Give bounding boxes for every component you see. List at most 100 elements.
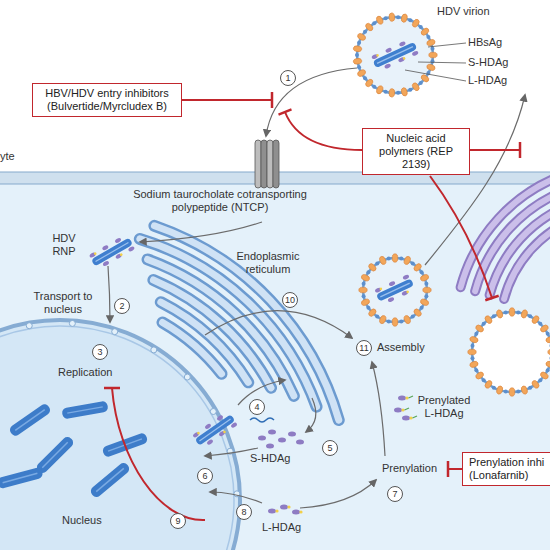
part-label: S-HDAg xyxy=(250,452,290,465)
part-label: HBsAg xyxy=(468,36,502,49)
chromosome-body xyxy=(8,402,52,437)
envelope-protein xyxy=(372,21,376,25)
hbsag-protein xyxy=(468,349,476,355)
envelope-protein xyxy=(396,91,400,95)
hbsag-protein xyxy=(469,360,479,368)
envelope-protein xyxy=(426,35,430,39)
chromosome-line xyxy=(67,407,102,413)
envelope-protein xyxy=(384,90,388,94)
envelope-protein xyxy=(504,390,508,394)
hdv-virion xyxy=(359,254,431,326)
nuclear-pore xyxy=(210,409,216,415)
prenyl-group xyxy=(376,54,379,57)
process-arrow xyxy=(300,480,376,508)
hbsag-protein xyxy=(401,87,408,97)
envelope-protein xyxy=(419,81,423,85)
envelope-protein xyxy=(408,88,412,92)
part-label: L-HDAg xyxy=(468,74,507,87)
hbsag-protein xyxy=(360,298,370,306)
envelope-protein xyxy=(363,30,367,34)
prenyl-group xyxy=(405,396,408,399)
inhibition-bar xyxy=(279,109,292,114)
process-arrow xyxy=(108,266,110,322)
part-label: L-HDAg xyxy=(262,521,301,534)
envelope-protein xyxy=(516,310,520,314)
nucleus xyxy=(0,320,240,550)
inhibition-line xyxy=(285,112,362,150)
rnp-genome xyxy=(91,238,133,267)
envelope-protein xyxy=(411,261,415,265)
callout-number: 3 xyxy=(92,344,108,360)
envelope-protein xyxy=(362,294,366,298)
hbsag-protein xyxy=(411,82,420,92)
ntcp-receptor xyxy=(267,140,273,188)
part-label: Endoplasmic reticulum xyxy=(228,250,308,276)
inhibition-line xyxy=(448,468,462,470)
part-label: HDV virion xyxy=(437,5,490,18)
envelope-protein xyxy=(366,270,370,274)
callout-number: 2 xyxy=(114,298,130,314)
farnesyl-tail xyxy=(405,408,410,410)
inhibitor-box: Nucleic acid polymers (REP 2139) xyxy=(362,128,470,175)
chromosome-line xyxy=(96,468,124,491)
rnp-strand xyxy=(380,283,409,297)
envelope-protein xyxy=(387,257,391,261)
l-hdag-protein xyxy=(292,510,300,515)
ntcp-receptor xyxy=(273,140,279,188)
callout-number: 7 xyxy=(387,486,403,502)
part-label: Prenylated L-HDAg xyxy=(412,394,476,420)
hbsag-protein xyxy=(360,274,370,282)
envelope-protein xyxy=(387,319,391,323)
hbsag-protein xyxy=(379,315,387,325)
l-hdag-tail xyxy=(275,509,278,512)
inhibition-line xyxy=(182,99,272,101)
leader-line xyxy=(418,62,466,63)
hbsag-protein xyxy=(401,13,408,23)
rnp-strand xyxy=(199,419,230,441)
envelope-protein xyxy=(546,332,550,336)
hbsag-protein xyxy=(545,336,550,344)
hbsag-protein xyxy=(403,255,411,265)
farnesyl-tail xyxy=(413,416,418,418)
inhibitor-label: HBV/HDV entry inhibitors (Bulvertide/Myr… xyxy=(38,87,176,113)
part-label: Assembly xyxy=(377,341,425,354)
nuclear-pore xyxy=(26,323,32,329)
leader-line xyxy=(405,70,466,81)
process-arrow xyxy=(425,95,525,265)
s-hdag-protein xyxy=(288,432,296,437)
hbsag-protein xyxy=(420,274,430,282)
prenyl-group xyxy=(223,430,227,434)
prenyl-group xyxy=(93,252,97,256)
prenyl-group xyxy=(409,416,412,419)
envelope-protein xyxy=(372,85,376,89)
hdv-mrna xyxy=(250,418,274,422)
hdag-protein xyxy=(402,274,409,280)
viral-envelope xyxy=(472,312,550,392)
part-label: Replication xyxy=(58,366,112,379)
hbsag-protein xyxy=(359,287,367,293)
inhibition-bar xyxy=(519,142,522,158)
inhibition-bar xyxy=(485,296,498,300)
chromosome xyxy=(35,435,75,475)
inhibitor-label: Prenylation inhi (Lonafarnib) xyxy=(469,456,550,482)
envelope-protein xyxy=(482,378,486,382)
envelope-protein xyxy=(375,261,379,265)
l-hdag-protein xyxy=(268,509,276,514)
viral-envelope xyxy=(357,17,433,93)
envelope-protein xyxy=(355,53,359,57)
envelope-protein xyxy=(516,390,520,394)
hbsag-protein xyxy=(392,254,398,262)
hbsag-protein xyxy=(357,69,367,78)
part-label: Prenylation xyxy=(382,462,437,475)
hbsag-protein xyxy=(496,385,504,395)
hbsag-protein xyxy=(484,315,493,325)
envelope-protein xyxy=(363,76,367,80)
inhibition-bar xyxy=(271,92,274,108)
hdv-rnp xyxy=(192,410,238,450)
hdv-rnp xyxy=(371,37,420,73)
envelope-protein xyxy=(357,41,361,45)
callout-number: 5 xyxy=(322,440,338,456)
hbsag-protein xyxy=(379,255,387,265)
inhibition-line xyxy=(430,176,492,298)
envelope-protein xyxy=(492,314,496,318)
